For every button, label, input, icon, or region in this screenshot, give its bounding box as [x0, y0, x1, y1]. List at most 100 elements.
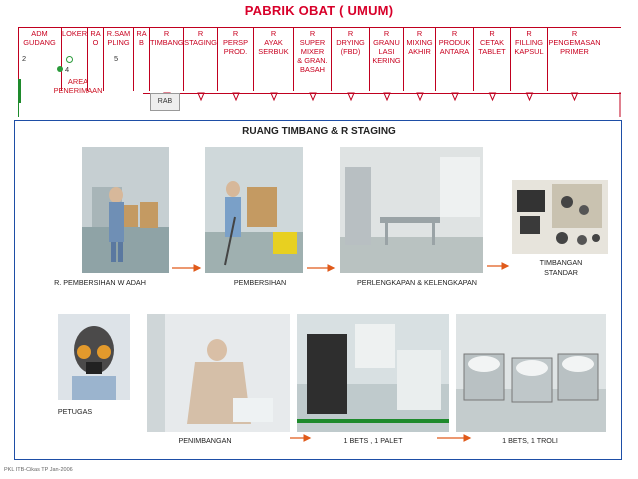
door-marker-10: [347, 92, 355, 102]
room-10-line-1: DRYING: [336, 38, 365, 47]
room-10-line-0: R: [347, 29, 354, 38]
page-title: PABRIK OBAT ( UMUM): [244, 3, 394, 18]
entrance-marker: [18, 79, 21, 103]
section-title: RUANG TIMBANG & R STAGING: [242, 126, 396, 137]
room-12-line-1: MIXING: [406, 38, 433, 47]
room-11-line-1: GRANU: [373, 38, 400, 47]
room-16-line-1: PENGEMASAN: [548, 38, 601, 47]
room-13-line-1: PRODUK: [438, 38, 471, 47]
room-16-line-2: PRIMER: [560, 47, 589, 56]
room-1-line-0: LOKER: [62, 29, 88, 38]
room-0-line-0: ADM: [31, 29, 48, 38]
room-13-line-0: R: [451, 29, 458, 38]
label-num-2: 2: [22, 54, 27, 63]
room-10-line-2: (FBD): [340, 47, 361, 56]
room-8-line-1: AYAK: [264, 38, 283, 47]
caption-troli: 1 BETS, 1 TROLI: [502, 436, 558, 445]
caption-palet: 1 BETS , 1 PALET: [343, 436, 403, 445]
door-marker-15: [525, 92, 534, 102]
caption-pembersihan: PEMBERSIHAN: [233, 278, 287, 287]
caption-timbangan: TIMBANGAN STANDAR: [525, 258, 597, 278]
room-11-line-2: LASI: [378, 47, 395, 56]
caption-perlengkapan: PERLENGKAPAN & KELENGKAPAN: [357, 278, 477, 287]
room-3-line-0: R.SAM: [106, 29, 131, 38]
room-13-line-2: ANTARA: [439, 47, 470, 56]
room-14-line-1: CETAK: [479, 38, 505, 47]
room-0-line-1: GUDANG: [23, 38, 56, 47]
room-3-line-1: PLING: [107, 38, 130, 47]
room-15-line-2: KAPSUL: [514, 47, 544, 56]
room-7-line-1: PERSP: [222, 38, 249, 47]
caption-wadah: R. PEMBERSIHAN W ADAH: [54, 278, 146, 287]
label-num-4: 4: [65, 65, 70, 74]
caption-petugas: PETUGAS: [57, 407, 93, 416]
photo-wadah: [82, 147, 169, 273]
door-marker-7: [232, 92, 240, 102]
area-line-1: AREA: [67, 77, 89, 86]
room-6-line-1: STAGING: [184, 38, 217, 47]
room-7-line-0: R: [232, 29, 239, 38]
door-marker-6: [197, 92, 205, 102]
door-marker-8: [270, 92, 278, 102]
door-marker-13: [451, 92, 459, 102]
room-12-line-0: R: [416, 29, 423, 38]
door-marker-12: [416, 92, 424, 102]
room-8-line-0: R: [270, 29, 277, 38]
rab-box: RAB: [150, 93, 180, 111]
room-9-line-2: MIXER: [300, 47, 325, 56]
corridor-wall: [143, 93, 621, 94]
room-9-line-0: R: [309, 29, 316, 38]
photo-penimbangan: [147, 314, 290, 432]
room-16-line-0: R: [571, 29, 578, 38]
room-12-line-2: AKHIR: [408, 47, 431, 56]
room-14-line-0: R: [489, 29, 495, 38]
photo-palet: [297, 314, 449, 432]
area-line-2: PENERIMAAN: [53, 86, 103, 95]
footer-note: PKL ITB-Cikas TP Jan-2006: [4, 467, 73, 473]
door-marker-16: [570, 92, 579, 102]
room-5-line-0: R: [163, 29, 170, 38]
door-marker-11: [383, 92, 391, 102]
corridor-doors: [18, 92, 621, 117]
room-8-line-2: SERBUK: [258, 47, 289, 56]
door-marker-14: [488, 92, 497, 102]
room-9-line-4: BASAH: [299, 65, 326, 74]
staging-panel: [14, 120, 622, 460]
area-penerimaan-label: AREA PENERIMAAN: [18, 77, 138, 127]
room-strip-border: [18, 27, 621, 91]
room-4-line-1: B: [139, 38, 144, 47]
caption-timbangan-1: TIMBANGAN: [539, 258, 583, 267]
room-15-line-1: FILLING: [515, 38, 543, 47]
room-9-line-1: SUPER: [299, 38, 326, 47]
room-14-line-2: TABLET: [478, 47, 506, 56]
room-15-line-0: R: [526, 29, 532, 38]
room-11-line-3: KERING: [372, 56, 401, 65]
room-5-line-1: TIMBANG: [150, 38, 184, 47]
room-2-line-0: RA: [90, 29, 101, 38]
room-9-line-3: & GRAN.: [297, 56, 328, 65]
photo-timbangan: [512, 180, 608, 254]
marker-dot-loker: [66, 56, 73, 63]
photo-petugas: [58, 314, 130, 400]
room-11-line-0: R: [383, 29, 390, 38]
room-1: LOKER: [62, 27, 88, 91]
room-4-line-0: RA: [136, 29, 147, 38]
room-7-line-2: PROD.: [223, 47, 248, 56]
door-marker-9: [309, 92, 317, 102]
room-6-line-0: R: [197, 29, 204, 38]
